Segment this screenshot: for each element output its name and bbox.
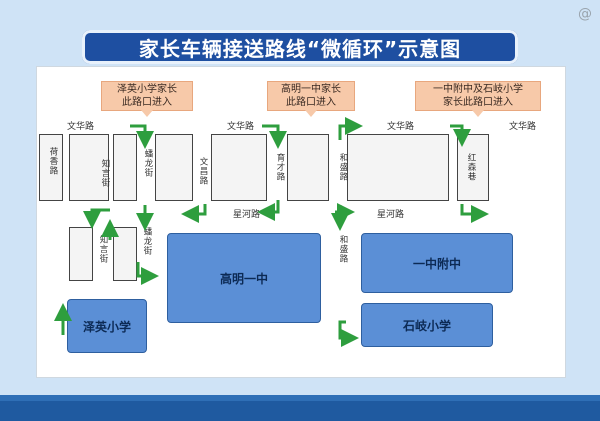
school-zeying: 泽英小学 — [67, 299, 147, 353]
street-wenhua-3: 文华路 — [387, 122, 415, 132]
weibo-watermark: @ — [578, 6, 592, 22]
block-wenchang-left — [155, 134, 193, 201]
street-wenchang: 文昌路 — [198, 157, 208, 186]
route-map: 高明一中 一中附中 石岐小学 泽英小学 文华路 文华路 文华路 文华路 星河路 … — [36, 66, 566, 378]
street-wenhua-1: 文华路 — [67, 122, 95, 132]
street-xinghe-1: 星河路 — [233, 210, 261, 220]
street-wenhua-2: 文华路 — [227, 122, 255, 132]
school-shiqi: 石岐小学 — [361, 303, 493, 347]
street-yucai: 育才路 — [275, 153, 285, 182]
school-gaoming: 高明一中 — [167, 233, 321, 323]
diagram-title: 家长车辆接送路线“微循环”示意图 — [82, 30, 518, 64]
street-manlong-2: 蟠龙街 — [142, 227, 152, 256]
callout-gaoming-entrance: 高明一中家长 此路口进入 — [267, 81, 355, 117]
block-manlong-lower — [113, 227, 137, 281]
callout-zeying-entrance: 泽英小学家长 此路口进入 — [101, 81, 193, 117]
block-manlong-upper — [113, 134, 137, 201]
callout-fuzhong-entrance: 一中附中及石岐小学 家长此路口进入 — [415, 81, 541, 117]
street-manlong-1: 蟠龙街 — [143, 149, 153, 178]
street-hexiang: 荷香路 — [48, 147, 58, 176]
block-hexiang-upper — [39, 134, 63, 201]
street-zhiyan-1: 知言街 — [100, 159, 110, 188]
block-zhiyan-lower — [69, 227, 93, 281]
block-zhiyan-upper — [69, 134, 109, 201]
school-fuzhong: 一中附中 — [361, 233, 513, 293]
block-wenchang-right — [211, 134, 267, 201]
street-xinghe-2: 星河路 — [377, 210, 405, 220]
block-yucai — [287, 134, 329, 201]
street-hongsen: 红森巷 — [466, 153, 476, 182]
block-hesheng-upper — [347, 134, 449, 201]
street-wenhua-4: 文华路 — [509, 122, 537, 132]
street-hesheng-1: 和盛路 — [338, 153, 348, 182]
street-zhiyan-2: 知言街 — [98, 235, 108, 264]
bottom-band-dark — [0, 401, 600, 421]
street-hesheng-2: 和盛路 — [338, 235, 348, 264]
block-top-left — [37, 67, 89, 109]
